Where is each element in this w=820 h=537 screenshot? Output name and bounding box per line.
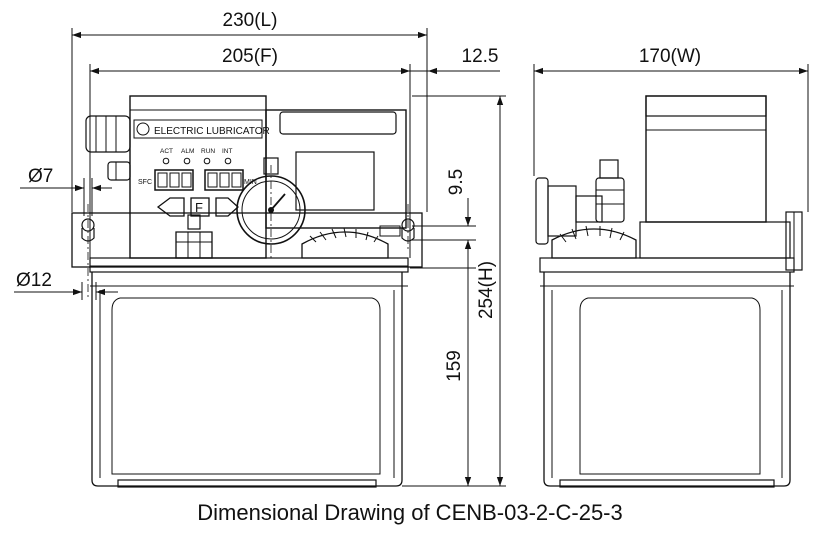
indicator-led <box>224 157 232 165</box>
side-motor-housing <box>645 95 767 223</box>
dim-mount-height: 9.5 <box>446 169 467 195</box>
front-view: ELECTRIC LUBRICATOR ACT ALM RUN INT SFC … <box>14 28 506 488</box>
center-key-label: F <box>195 200 203 215</box>
right-digit-display <box>204 169 244 191</box>
front-motor-housing <box>265 109 407 229</box>
dim-overall-height: 254(H) <box>476 261 497 319</box>
side-tank <box>543 272 791 488</box>
dim-hole-large: Ø12 <box>16 270 52 291</box>
indicator-label-run: RUN <box>201 148 215 155</box>
side-filler-cap <box>551 225 637 259</box>
dim-overall-length: 230(L) <box>223 10 278 31</box>
front-base-plate <box>71 212 423 287</box>
drawing-caption: Dimensional Drawing of CENB-03-2-C-25-3 <box>197 500 623 525</box>
brand-title: ELECTRIC LUBRICATOR <box>154 126 270 137</box>
dim-lines-horizontal <box>71 28 500 258</box>
front-control-box: ELECTRIC LUBRICATOR ACT ALM RUN INT SFC … <box>129 95 270 259</box>
left-arrow-key-icon <box>156 197 185 217</box>
indicator-label-int: INT <box>222 148 233 155</box>
keyhole-mount-icon <box>81 218 415 242</box>
dim-lines-holes <box>14 178 118 300</box>
dim-hole-small: Ø7 <box>28 166 53 187</box>
indicator-led <box>162 157 170 165</box>
indicator-label-act: ACT <box>160 148 173 155</box>
side-dim-lines <box>533 64 809 212</box>
dim-flange-width: 205(F) <box>222 46 278 67</box>
dim-offset: 12.5 <box>462 46 499 67</box>
indicator-led <box>183 157 191 165</box>
front-cable-gland <box>85 115 131 181</box>
center-lines <box>87 165 409 300</box>
side-gauge <box>535 159 625 245</box>
dim-lines-vertical <box>402 95 506 487</box>
side-base-plate <box>539 211 803 287</box>
front-filler-cap <box>301 225 401 259</box>
left-digit-display <box>154 169 194 191</box>
right-arrow-key-icon <box>215 197 239 217</box>
display-label-sfc: SFC <box>138 179 152 186</box>
side-view <box>533 64 809 488</box>
dim-tank-height: 159 <box>444 350 465 382</box>
logo-icon <box>136 122 150 136</box>
indicator-led <box>203 157 211 165</box>
front-tank <box>91 272 403 488</box>
indicator-label-alm: ALM <box>181 148 194 155</box>
dim-width: 170(W) <box>639 46 701 67</box>
